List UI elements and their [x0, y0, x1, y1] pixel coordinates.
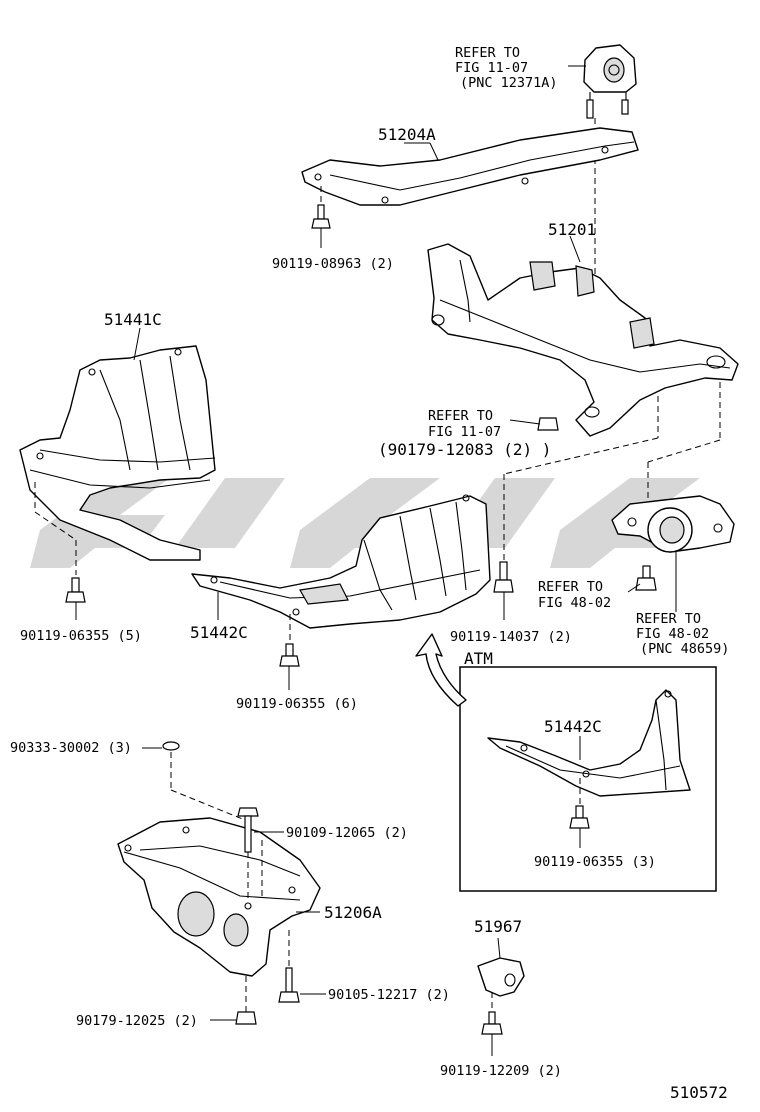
part-51441C-cover	[19, 345, 216, 561]
bushing-mount	[611, 495, 735, 553]
part-51441C-label: 51441C	[104, 310, 162, 329]
part-51967-label: 51967	[474, 917, 522, 936]
refer-fig-11-07-mid-line2: FIG 11-07	[428, 424, 501, 440]
bolt-90119-12209-label: 90119-12209 (2)	[440, 1063, 562, 1079]
refer-fig-48-02-a-line1: REFER TO	[538, 579, 603, 595]
part-51201-label: 51201	[548, 220, 596, 239]
bolt-90105-12217-label: 90105-12217 (2)	[328, 987, 450, 1003]
atm-inset	[459, 666, 717, 892]
bolt-90119-14037	[493, 561, 514, 593]
refer-fig-48-02-b-line1: REFER TO	[636, 611, 701, 627]
bolt-fig-48-02	[635, 565, 657, 591]
part-51442C-cover	[191, 494, 491, 629]
part-51206A-bracket	[117, 817, 321, 977]
part-51967-bracket	[477, 957, 525, 997]
bolt-90109-12065-label: 90109-12065 (2)	[286, 825, 408, 841]
bolt-90119-08963-label: 90119-08963 (2)	[272, 256, 394, 272]
atm-bolt-90119-06355-3-label: 90119-06355 (3)	[534, 854, 656, 870]
part-51201-crossmember	[427, 243, 739, 437]
refer-fig-11-07-top-line2: FIG 11-07	[455, 60, 528, 76]
plug-90333-30002	[162, 741, 180, 751]
bolt-90105-12217	[278, 967, 300, 1003]
atm-arrow	[415, 633, 467, 707]
bolt-90119-08963	[311, 204, 331, 229]
refer-fig-11-07-mid-line1: REFER TO	[428, 408, 493, 424]
part-51442C-label: 51442C	[190, 623, 248, 642]
bolt-90119-06355-6	[279, 643, 300, 667]
bolt-90119-06355-6-label: 90119-06355 (6)	[236, 696, 358, 712]
plug-90333-30002-label: 90333-30002 (3)	[10, 740, 132, 756]
refer-fig-11-07-mid-line3: (90179-12083 (2) )	[378, 440, 551, 459]
figure-number: 510572	[670, 1083, 728, 1102]
nut-90179-12025-label: 90179-12025 (2)	[76, 1013, 198, 1029]
atm-title: ATM	[464, 649, 493, 668]
bolt-90119-06355-5-label: 90119-06355 (5)	[20, 628, 142, 644]
bolt-90119-06355-5	[65, 577, 86, 603]
refer-fig-48-02-b-line3: (PNC 48659)	[640, 641, 729, 657]
part-51204A-label: 51204A	[378, 125, 436, 144]
bolt-90119-14037-label: 90119-14037 (2)	[450, 629, 572, 645]
atm-part-51442C-label: 51442C	[544, 717, 602, 736]
nut-90179-12083	[537, 417, 559, 431]
bolt-90109-12065	[237, 807, 259, 853]
refer-fig-11-07-top-line3: (PNC 12371A)	[460, 75, 558, 91]
refer-fig-48-02-a-line2: FIG 48-02	[538, 595, 611, 611]
atm-bolt-90119-06355-3	[569, 805, 590, 829]
nut-90179-12025	[235, 1011, 257, 1025]
part-51204A-brace	[301, 127, 639, 206]
engine-mount-top	[583, 44, 637, 119]
bolt-90119-12209	[481, 1011, 503, 1035]
part-51206A-label: 51206A	[324, 903, 382, 922]
refer-fig-48-02-b-line2: FIG 48-02	[636, 626, 709, 642]
refer-fig-11-07-top-line1: REFER TO	[455, 45, 520, 61]
